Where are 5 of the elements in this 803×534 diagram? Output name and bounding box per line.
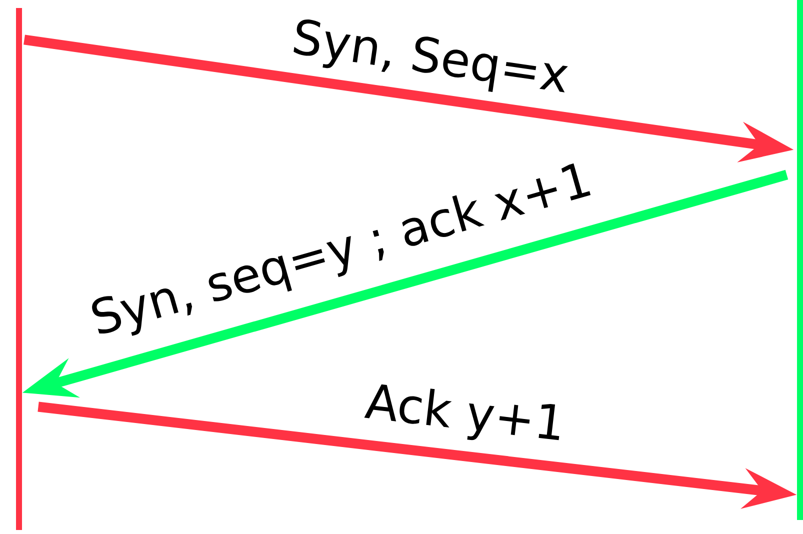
edge-label: Ack y+1: [364, 384, 560, 440]
edge-label: Syn, Seq=x: [294, 20, 568, 92]
lifeline: [797, 0, 803, 520]
edge-label: Syn, seq=y ; ack x+1: [92, 163, 591, 336]
lifeline: [16, 8, 22, 530]
